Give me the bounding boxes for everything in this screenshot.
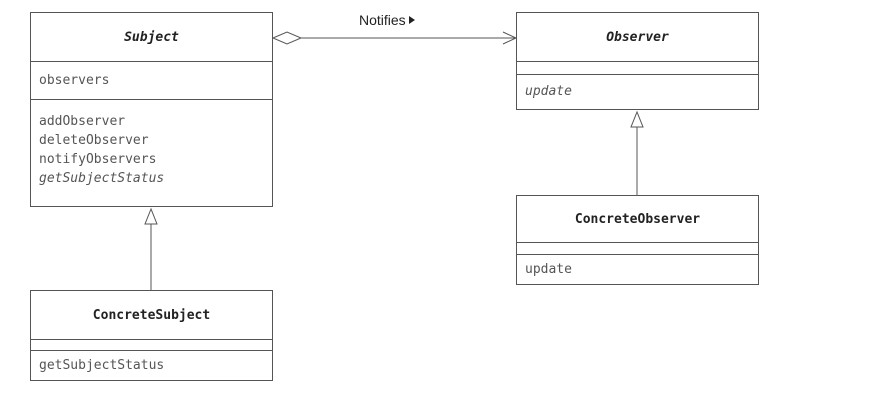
association-label: Notifies: [359, 12, 415, 28]
aggregation-diamond-icon: [271, 31, 303, 45]
hollow-triangle-icon: [630, 110, 644, 128]
operations-section: update: [517, 74, 758, 101]
operation: deleteObserver: [39, 133, 149, 148]
class-name: Subject: [124, 29, 179, 45]
class-observer: Observer update: [516, 12, 759, 110]
operation: getSubjectStatus: [39, 171, 165, 186]
class-concrete-subject: ConcreteSubject getSubjectStatus: [30, 290, 273, 381]
operation: addObserver: [39, 114, 126, 129]
operation: update: [525, 84, 572, 99]
class-subject: Subject observers addObserver deleteObse…: [30, 12, 273, 207]
generalization-concrete-subject: [144, 207, 158, 290]
association-notifies: [271, 31, 518, 45]
attribute: observers: [39, 73, 110, 88]
operations-section: addObserver deleteObserver notifyObserve…: [31, 99, 272, 188]
operations-section: update: [517, 254, 758, 279]
class-name: Observer: [606, 29, 669, 45]
class-concrete-observer: ConcreteObserver update: [516, 195, 759, 285]
class-name: ConcreteSubject: [92, 307, 211, 323]
attributes-section: observers: [31, 61, 272, 99]
generalization-concrete-observer: [630, 110, 644, 195]
hollow-triangle-icon: [144, 207, 158, 225]
attributes-section: [517, 242, 758, 254]
attributes-section: [31, 339, 272, 350]
direction-triangle-icon: [408, 16, 415, 25]
operation: notifyObservers: [39, 152, 157, 167]
operations-section: getSubjectStatus: [31, 350, 272, 375]
attributes-section: [517, 61, 758, 74]
association-label-text: Notifies: [359, 12, 406, 28]
class-name: ConcreteObserver: [574, 211, 701, 227]
operation: update: [525, 262, 572, 277]
operation: getSubjectStatus: [39, 358, 165, 373]
